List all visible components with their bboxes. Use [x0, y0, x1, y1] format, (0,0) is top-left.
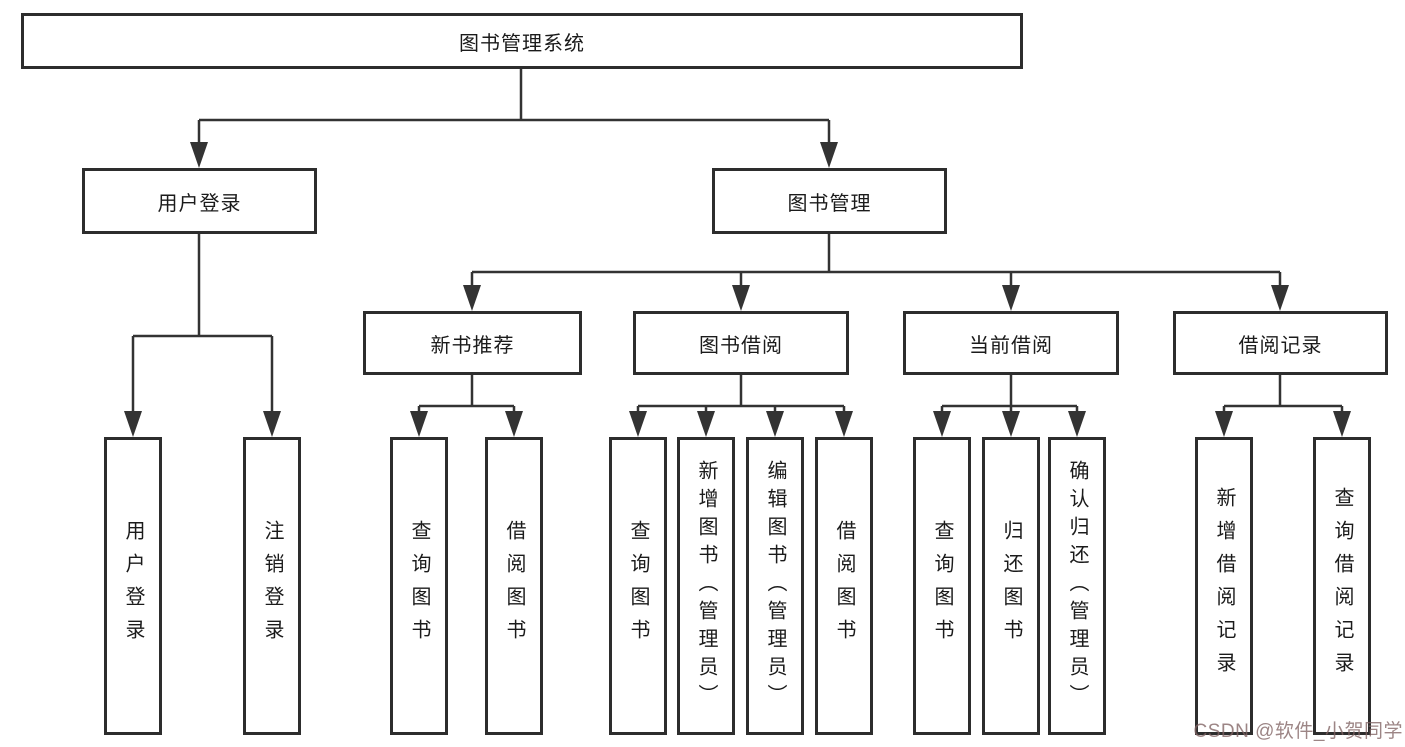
leaf-label: 新增借阅记录	[1213, 487, 1235, 685]
connector-root-to-level2	[197, 69, 831, 150]
node-book-management: 图书管理	[712, 168, 947, 234]
node-leaf-logout: 注销登录	[243, 437, 301, 735]
leaf-label: 注销登录	[261, 520, 283, 652]
arrow-to-query-borrow-record	[1333, 411, 1351, 437]
arrow-to-borrow-books-2	[835, 411, 853, 437]
leaf-label: 确认归还（管理员）	[1066, 460, 1088, 712]
leaf-label: 新增图书（管理员）	[695, 460, 717, 712]
arrow-to-query-books-1	[410, 411, 428, 437]
node-leaf-user-login: 用户登录	[104, 437, 162, 735]
arrow-to-current-borrowing	[1002, 285, 1020, 311]
leaf-label: 查询图书	[627, 520, 649, 652]
arrow-to-edit-books	[766, 411, 784, 437]
node-library-management-system: 图书管理系统	[21, 13, 1023, 69]
arrow-to-user-login	[190, 142, 208, 168]
connector-newbook-to-leaves	[417, 375, 516, 416]
leaf-label: 用户登录	[122, 520, 144, 652]
leaf-label: 查询图书	[408, 520, 430, 652]
arrow-to-new-book-recommend	[463, 285, 481, 311]
node-new-book-recommend: 新书推荐	[363, 311, 582, 375]
node-book-borrowing: 图书借阅	[633, 311, 849, 375]
node-leaf-query-books-2: 查询图书	[609, 437, 667, 735]
leaf-label: 归还图书	[1000, 520, 1022, 652]
node-leaf-return-books: 归还图书	[982, 437, 1040, 735]
node-leaf-borrow-books-1: 借阅图书	[485, 437, 543, 735]
node-leaf-add-books-admin: 新增图书（管理员）	[677, 437, 735, 735]
connector-current-to-leaves	[940, 375, 1079, 416]
node-leaf-query-borrow-record: 查询借阅记录	[1313, 437, 1371, 735]
node-leaf-confirm-return-admin: 确认归还（管理员）	[1048, 437, 1106, 735]
connector-mgmt-to-level3	[470, 234, 1282, 292]
connector-arrowheads	[124, 142, 1351, 437]
connector-borrowing-to-leaves	[636, 375, 846, 416]
connector-records-to-leaves	[1222, 375, 1344, 416]
arrow-to-add-borrow-record	[1215, 411, 1233, 437]
arrow-to-borrow-records	[1271, 285, 1289, 311]
node-leaf-add-borrow-record: 新增借阅记录	[1195, 437, 1253, 735]
leaf-label: 查询图书	[931, 520, 953, 652]
arrow-to-book-borrowing	[732, 285, 750, 311]
arrow-to-logout-leaf	[263, 411, 281, 437]
node-leaf-query-books-1: 查询图书	[390, 437, 448, 735]
arrow-to-book-mgmt	[820, 142, 838, 168]
arrow-to-return-books	[1002, 411, 1020, 437]
node-borrow-records: 借阅记录	[1173, 311, 1388, 375]
leaf-label: 借阅图书	[503, 520, 525, 652]
arrow-to-borrow-books-1	[505, 411, 523, 437]
leaf-label: 查询借阅记录	[1331, 487, 1353, 685]
node-user-login: 用户登录	[82, 168, 317, 234]
leaf-label: 借阅图书	[833, 520, 855, 652]
arrow-to-user-login-leaf	[124, 411, 142, 437]
connector-lines	[131, 69, 1344, 416]
connector-login-to-leaves	[131, 234, 274, 416]
arrow-to-add-books	[697, 411, 715, 437]
node-current-borrowing: 当前借阅	[903, 311, 1119, 375]
arrow-to-query-books-3	[933, 411, 951, 437]
leaf-label: 编辑图书（管理员）	[764, 460, 786, 712]
node-leaf-borrow-books-2: 借阅图书	[815, 437, 873, 735]
arrow-to-confirm-return	[1068, 411, 1086, 437]
node-leaf-query-books-3: 查询图书	[913, 437, 971, 735]
node-leaf-edit-books-admin: 编辑图书（管理员）	[746, 437, 804, 735]
csdn-watermark: CSDN @软件_小贺同学	[1193, 721, 1403, 742]
arrow-to-query-books-2	[629, 411, 647, 437]
